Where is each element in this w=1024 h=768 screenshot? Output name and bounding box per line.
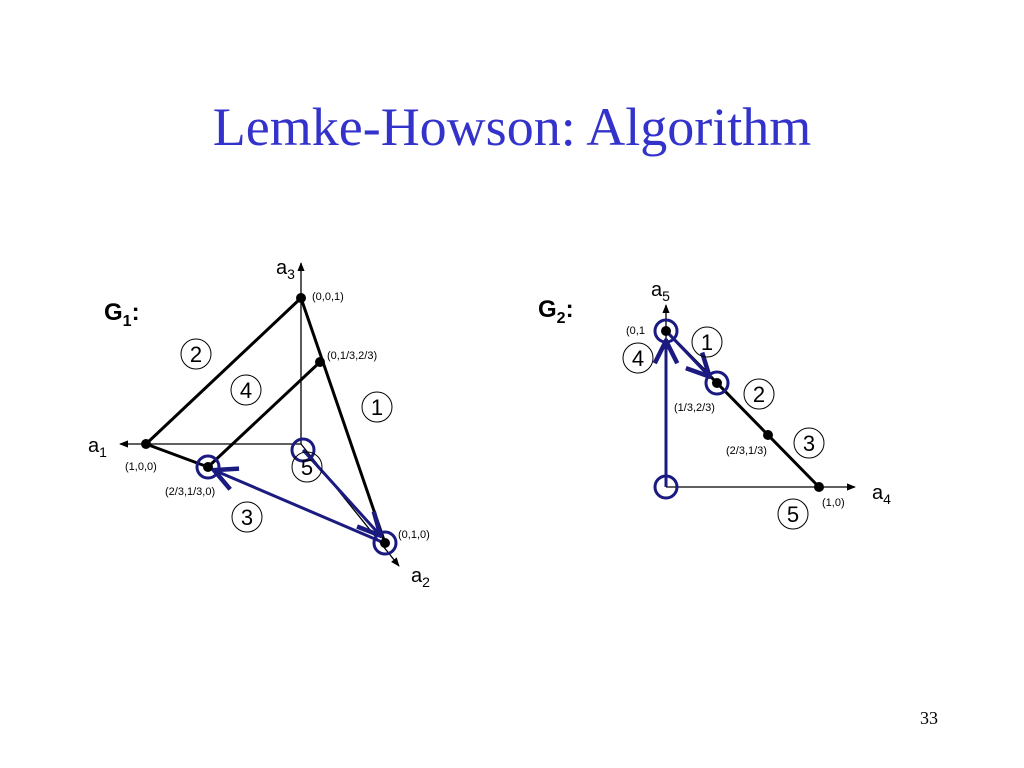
- g2-region-circle-1: [691, 326, 723, 358]
- g1-vertex-p23130: [203, 462, 213, 472]
- g1-coord-p01323: (0,1/3,2/3): [327, 350, 377, 362]
- g1-region-circle-1: [361, 391, 393, 423]
- g2-vertex-p1323: [712, 378, 722, 388]
- g2-ring-p01: [653, 318, 679, 344]
- g1-coord-p001: (0,0,1): [312, 291, 344, 303]
- g2-region-circle-2: [743, 378, 775, 410]
- g2-vertex-p2313: [763, 430, 773, 440]
- g1-ring-p010: [372, 530, 398, 556]
- g2-axis-label-a4: a4: [872, 482, 891, 507]
- g1-ring-origin: [290, 437, 316, 463]
- g2-region-circle-5: [777, 498, 809, 530]
- g1-region-label-3: 3: [241, 505, 253, 530]
- g1-path-a2-to-inner: [216, 471, 383, 544]
- g2-label: G2:: [538, 296, 574, 327]
- g1-edge-a3-a2: [299, 297, 387, 544]
- g1-coord-p100: (1,0,0): [125, 461, 157, 473]
- g2-region-circle-3: [793, 427, 825, 459]
- g1-region-label-2: 2: [190, 342, 202, 367]
- g2-vertex-p01: [661, 326, 671, 336]
- g1-edge-a1-a3: [144, 296, 303, 446]
- g1-ring-p23130: [195, 454, 221, 480]
- g2-coord-p2313: (2/3,1/3): [726, 445, 767, 457]
- g2-coord-p1323: (1/3,2/3): [674, 402, 715, 414]
- g2-vertex-p10: [814, 482, 824, 492]
- g1-coord-p010: (0,1,0): [398, 529, 430, 541]
- g1-path-origin-to-a2: [301, 448, 379, 534]
- g2-region-label-2: 2: [753, 382, 765, 407]
- g1-edge-inner: [206, 360, 322, 469]
- g1-vertex-p01323: [315, 357, 325, 367]
- g1-vertex-p001: [296, 293, 306, 303]
- g1-axis-label-a1: a1: [88, 435, 107, 460]
- g1-vertex-p010: [380, 538, 390, 548]
- g1-region-circle-5: [291, 451, 323, 483]
- g1-region-label-5: 5: [301, 455, 313, 480]
- g1-region-label-1: 1: [371, 395, 383, 420]
- g2-axis-label-a5: a5: [651, 279, 670, 304]
- slide-title: Lemke-Howson: Algorithm: [212, 97, 812, 157]
- g2-coord-p10: (1,0): [822, 497, 845, 509]
- g2-ring-p1323: [704, 370, 730, 396]
- g1-region-label-4: 4: [240, 378, 252, 403]
- g2-coord-p01: (0,1: [626, 325, 645, 337]
- g1-region-circle-4: [230, 374, 262, 406]
- g2-region-label-1: 1: [701, 330, 713, 355]
- g2-region-label-3: 3: [803, 431, 815, 456]
- g2-region-circle-4: [622, 342, 654, 374]
- g2-ring-origin: [653, 474, 679, 500]
- g1-coord-p23130: (2/3,1/3,0): [165, 486, 215, 498]
- g2-diagram: G2: a5 a4 (0,1 (1/3,2/3) (2/3,1/3) (1,0)…: [538, 279, 891, 530]
- g1-diagram: G1: a3 a1 a2 (0,0,1) (0,1/3,2/3) (1,0,0)…: [88, 257, 430, 590]
- g2-region-label-5: 5: [787, 502, 799, 527]
- g2-region-label-4: 4: [632, 346, 644, 371]
- g1-label: G1:: [104, 299, 140, 330]
- g1-vertex-p100: [141, 439, 151, 449]
- page-number: 33: [920, 708, 938, 728]
- g1-axis-label-a3: a3: [276, 257, 295, 282]
- g1-region-circle-2: [180, 338, 212, 370]
- g1-region-circle-3: [231, 501, 263, 533]
- g1-axis-label-a2: a2: [411, 565, 430, 590]
